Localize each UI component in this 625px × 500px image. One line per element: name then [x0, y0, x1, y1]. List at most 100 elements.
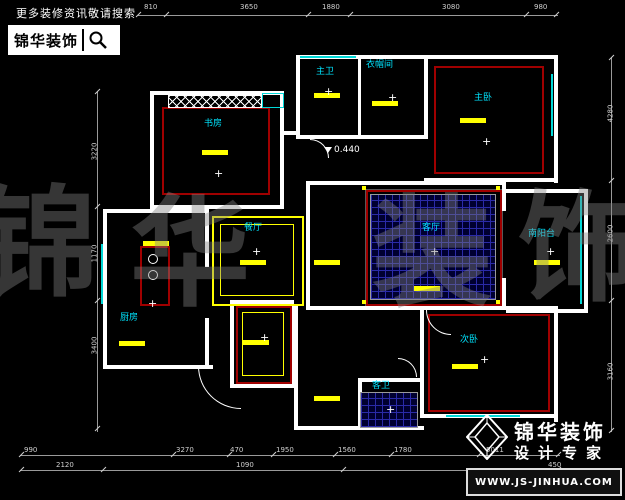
lamp-bar — [314, 260, 340, 265]
wall — [150, 205, 284, 209]
room-label-dining: 餐厅 — [244, 223, 263, 233]
ceiling-corner-mark — [496, 186, 500, 190]
wall — [230, 300, 234, 388]
brand-diamond-icon — [465, 413, 509, 464]
sink-bowl — [148, 270, 158, 280]
lamp-bar — [414, 286, 440, 291]
center-mark: + — [148, 297, 158, 310]
footer-tagline: 设计专家 — [514, 444, 611, 462]
room-label-cloakroom: 衣帽间 — [366, 60, 394, 70]
sink-bowl — [148, 254, 158, 264]
second-bedroom-ceiling — [428, 314, 550, 412]
dim-text: 3650 — [240, 3, 258, 11]
wall — [584, 189, 588, 313]
dim-text: 990 — [24, 446, 38, 454]
wall — [103, 365, 213, 369]
lamp-bar — [452, 364, 478, 369]
dim-text: 450 — [548, 461, 562, 469]
room-label-guest-bath: 客卫 — [372, 381, 391, 391]
dim-text: 4280 — [606, 104, 615, 123]
lamp-bar — [240, 260, 266, 265]
dim-text: 2120 — [56, 461, 74, 469]
wall — [230, 300, 294, 304]
lamp-bar — [534, 260, 560, 265]
wall — [294, 306, 298, 430]
wall — [150, 91, 284, 95]
wall — [358, 57, 361, 137]
brand-name: 锦华装饰 — [14, 31, 79, 50]
dim-line-bottom-2 — [20, 470, 560, 471]
window — [300, 56, 356, 58]
dim-line-right — [611, 57, 612, 432]
wall — [306, 181, 506, 185]
dim-text: 1950 — [276, 446, 294, 454]
dim-text: 3220 — [90, 142, 99, 161]
room-label-master-bath: 主卫 — [316, 67, 335, 77]
dim-text: 810 — [144, 3, 158, 11]
wall — [424, 178, 558, 182]
footer-brand-name: 锦华装饰 — [514, 420, 606, 444]
room-label-living: 客厅 — [422, 223, 441, 233]
dim-line-bottom-1 — [20, 455, 560, 456]
watermark-char: 饰 — [518, 180, 625, 319]
window — [580, 196, 582, 304]
elevation-label: 0.440 — [334, 145, 360, 155]
dining-ceiling-outer — [212, 216, 304, 306]
room-label-second-bedroom: 次卧 — [460, 335, 479, 345]
dim-text: 1560 — [338, 446, 356, 454]
ceiling-corner-mark — [496, 300, 500, 304]
footer-website: WWW.JS-JINHUA.COM — [466, 468, 622, 496]
dim-tick — [608, 427, 615, 434]
wall — [103, 209, 107, 369]
lamp-bar — [202, 150, 228, 155]
wall — [502, 278, 506, 310]
cabinet — [262, 93, 284, 108]
wall — [306, 306, 506, 310]
wall — [306, 181, 310, 310]
lamp-bar — [143, 241, 169, 246]
center-mark: + — [480, 353, 490, 366]
living-ceiling-grid — [370, 194, 496, 300]
lamp-bar — [372, 101, 398, 106]
room-label-kitchen: 厨房 — [120, 313, 139, 323]
door-arc — [398, 358, 417, 377]
wall — [506, 309, 588, 313]
ceiling-corner-mark — [362, 186, 366, 190]
dim-text: 1880 — [322, 3, 340, 11]
dim-text: 3080 — [442, 3, 460, 11]
wall — [103, 209, 209, 213]
center-mark: + — [482, 135, 492, 148]
watermark-char: 锦 — [0, 175, 98, 314]
brand-search-box: 锦华装饰 — [8, 25, 120, 55]
entry-door-arc — [198, 366, 241, 409]
dim-line-left — [97, 91, 98, 432]
center-mark: + — [430, 245, 440, 258]
room-label-master-bedroom: 主卧 — [474, 93, 493, 103]
small-room-ceiling — [236, 306, 292, 384]
dim-text: 3270 — [176, 446, 194, 454]
center-mark: + — [546, 245, 556, 258]
dim-text: 470 — [230, 446, 244, 454]
dim-text: 980 — [534, 3, 548, 11]
center-mark: + — [324, 85, 334, 98]
divider — [82, 29, 85, 51]
center-mark: + — [388, 91, 398, 104]
wall — [358, 378, 424, 382]
study-ceiling — [162, 107, 270, 195]
guest-bath-tile-grid — [360, 392, 418, 428]
dim-text: 1090 — [236, 461, 254, 469]
window — [446, 415, 520, 417]
wall — [554, 55, 558, 183]
header-slogan: 更多装修资讯敬请搜索 — [16, 7, 136, 20]
center-mark: + — [214, 167, 224, 180]
wall — [230, 384, 294, 388]
small-room-ceiling-inner — [242, 312, 284, 376]
wall — [150, 91, 154, 209]
elevation-triangle-icon — [324, 147, 332, 153]
living-ceiling-frame — [366, 190, 502, 306]
wardrobe-hatch — [168, 95, 262, 108]
center-mark: + — [260, 331, 270, 344]
lamp-bar — [314, 93, 340, 98]
room-label-study: 书房 — [204, 119, 223, 129]
